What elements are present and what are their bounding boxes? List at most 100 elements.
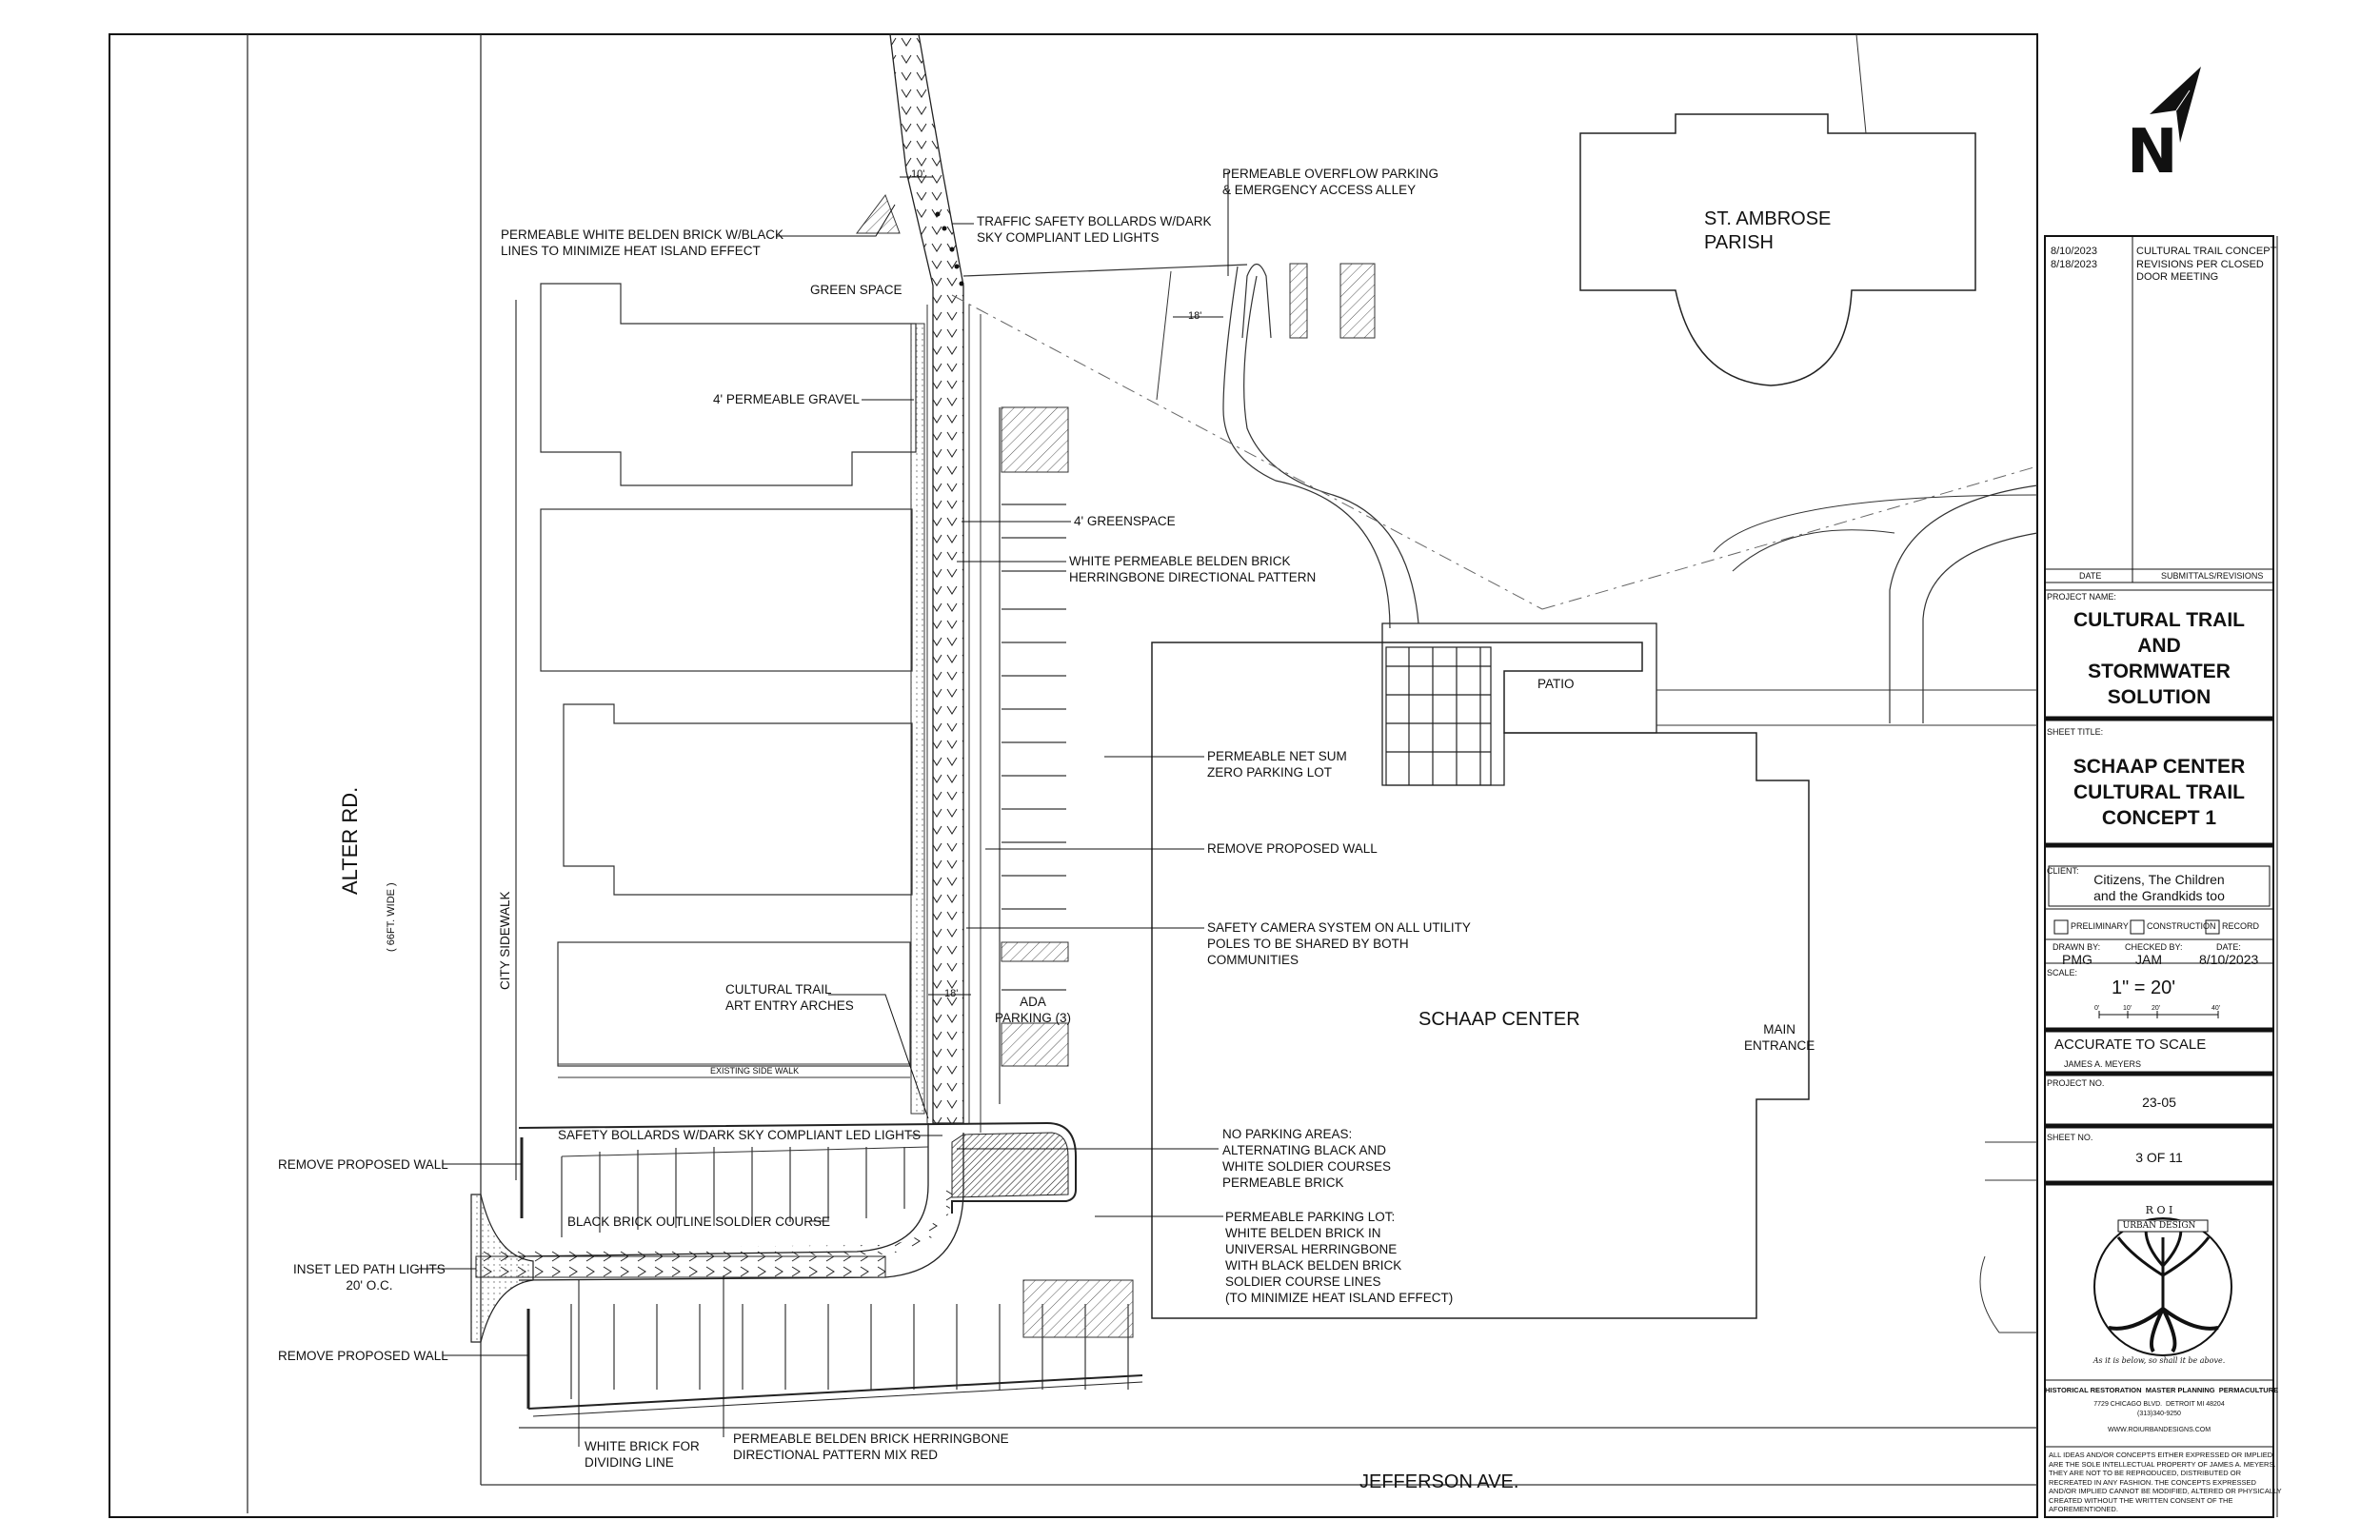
lower-trail-strip [475,1255,886,1278]
property-dash-diagonal [951,294,1543,610]
firm-address: 7729 CHICAGO BLVD. DETROIT MI 48204 [2093,1401,2225,1408]
north-arrow-icon [2150,67,2201,143]
hatched-stall-2 [1001,941,1069,962]
scale-tick-0: 0' [2094,1005,2100,1012]
overflow-stall-1 [1289,263,1308,339]
drawn-by-label: DRAWN BY: [2053,942,2101,952]
scale-tick-10: 10' [2123,1005,2132,1012]
east-corner [1979,1179,2037,1333]
alley-north-line [962,264,1248,277]
green-space-wedge [856,193,901,234]
patio-label: PATIO [1537,677,1575,691]
callout-green-space: GREEN SPACE [810,283,902,297]
callout-white-brick-dividing: WHITE BRICK FOR DIVIDING LINE [585,1439,700,1470]
city-sidewalk-label: CITY SIDEWALK [498,891,512,990]
firm-web: WWW.ROIURBANDESIGNS.COM [2107,1427,2211,1433]
client-value: Citizens, The Children and the Grandkids… [2093,872,2225,903]
client-box [2048,865,2271,907]
schaap-center-building [1151,642,1810,1319]
callout-permeable-white-brick: PERMEABLE WHITE BELDEN BRICK W/BLACK LIN… [501,227,784,258]
project-name-label: PROJECT NAME: [2047,592,2116,602]
alley-diag [1156,270,1172,401]
client-label: CLIENT: [2047,866,2079,876]
callout-4-greenspace: 4' GREENSPACE [1074,514,1176,528]
date-value: 8/10/2023 [2199,952,2259,967]
dimension-ticks [900,176,1223,996]
lower-lot-south-edge-2 [532,1381,1143,1417]
date-label: DATE: [2216,942,2241,952]
north-letter: N [2127,117,2178,188]
logo-urban-design: URBAN DESIGN [2122,1221,2196,1231]
callout-herringbone-directional: WHITE PERMEABLE BELDEN BRICK HERRINGBONE… [1069,554,1317,584]
leader-lines [419,171,1229,1447]
schaap-center-label: SCHAAP CENTER [1418,1009,1580,1030]
sheet-border [109,33,2038,1518]
lower-stalls-north [561,1147,905,1237]
st-ambrose-label: ST. AMBROSE PARISH [1704,208,1832,253]
alter-rd-label: ALTER RD. [338,786,362,895]
bollard-dots [935,211,964,286]
callout-remove-wall-left-top: REMOVE PROPOSED WALL [278,1157,448,1172]
lower-hatched-stalls [1022,1279,1134,1338]
sheet-no-label: SHEET NO. [2047,1133,2093,1142]
callout-remove-wall-mid: REMOVE PROPOSED WALL [1207,841,1378,856]
title-block-grid [2045,236,2273,1448]
walk-arc-2 [1732,529,1895,572]
ne-line [1855,33,1867,134]
lower-lot-wall [518,1121,1077,1214]
callout-safety-bollards: SAFETY BOLLARDS W/DARK SKY COMPLIANT LED… [558,1128,922,1142]
callout-permeable-parking-lot: PERMEABLE PARKING LOT: WHITE BELDEN BRIC… [1225,1210,1454,1305]
scale-tick-20: 20' [2152,1005,2161,1012]
house-1 [540,283,917,486]
property-dash-diagonal-2 [1541,465,2038,610]
drawn-by: PMG [2062,952,2092,967]
callout-permeable-gravel: 4' PERMEABLE GRAVEL [713,392,860,406]
firm-tagline: HISTORICAL RESTORATION MASTER PLANNING P… [2045,1386,2279,1394]
callout-safety-camera: SAFETY CAMERA SYSTEM ON ALL UTILITY POLE… [1207,920,1471,967]
revision-header-desc: SUBMITTALS/REVISIONS [2161,571,2264,581]
status-preliminary: PRELIMINARY [2071,921,2129,931]
logo-roi-text: R O I [2145,1204,2173,1216]
permeable-gravel-strip [910,323,925,1115]
callout-herringbone-mix-red: PERMEABLE BELDEN BRICK HERRINGBONE DIREC… [733,1431,1009,1462]
callout-art-entry-arches: CULTURAL TRAIL ART ENTRY ARCHES [725,982,854,1013]
scale-value: 1" = 20' [2112,977,2176,998]
project-name: CULTURAL TRAIL AND STORMWATER SOLUTION [2073,609,2246,708]
callout-traffic-bollards: TRAFFIC SAFETY BOLLARDS W/DARK SKY COMPL… [977,214,1212,245]
house-2 [540,508,913,672]
revision-date-2: 8/18/2023 [2051,259,2097,270]
hatched-stall-3 [1001,1022,1069,1067]
house-3 [563,703,913,896]
disclaimer-text: ALL IDEAS AND/OR CONCEPTS EITHER EXPRESS… [2049,1451,2282,1513]
callout-remove-wall-left-bottom: REMOVE PROPOSED WALL [278,1349,448,1363]
dim-18a: 18' [1188,310,1202,322]
sheet-no: 3 OF 11 [2135,1150,2183,1165]
title-block-border [2044,235,2274,1518]
house-4 [557,941,911,1067]
walk-arc [1713,494,2038,553]
checked-by-label: CHECKED BY: [2125,942,2183,952]
status-construction: CONSTRUCTION [2147,921,2216,931]
scale-tick-40: 40' [2211,1005,2221,1012]
revision-date-1: 8/10/2023 [2051,246,2097,257]
signer-name: JAMES A. MEYERS [2064,1059,2142,1069]
lower-lot-south-edge [527,1374,1143,1410]
lower-trail-band [476,1190,952,1258]
lower-lot-curve-2 [518,1133,964,1281]
project-no: 23-05 [2142,1095,2176,1110]
status-checkboxes [2053,919,2220,935]
logo-motto: As it is below, so shall it be above. [2092,1356,2226,1365]
alley-curve-right [1243,275,1419,624]
revision-desc-2: REVISIONS PER CLOSED DOOR MEETING [2136,259,2264,283]
callout-net-sum-zero: PERMEABLE NET SUM ZERO PARKING LOT [1207,749,1347,780]
callout-overflow-parking: PERMEABLE OVERFLOW PARKING & EMERGENCY A… [1222,167,1439,197]
parking-stall-lines [1002,503,1066,991]
alley-curve-left [1222,266,1391,629]
checked-by: JAM [2135,952,2162,967]
jefferson-ave-label: JEFFERSON AVE. [1359,1471,1519,1492]
east-walk-curve-2 [1922,532,2038,723]
main-entrance-label: MAIN ENTRANCE [1744,1022,1815,1053]
sheet-title: SCHAAP CENTER CULTURAL TRAIL CONCEPT 1 [2073,756,2246,829]
entry-flare [470,1194,534,1343]
